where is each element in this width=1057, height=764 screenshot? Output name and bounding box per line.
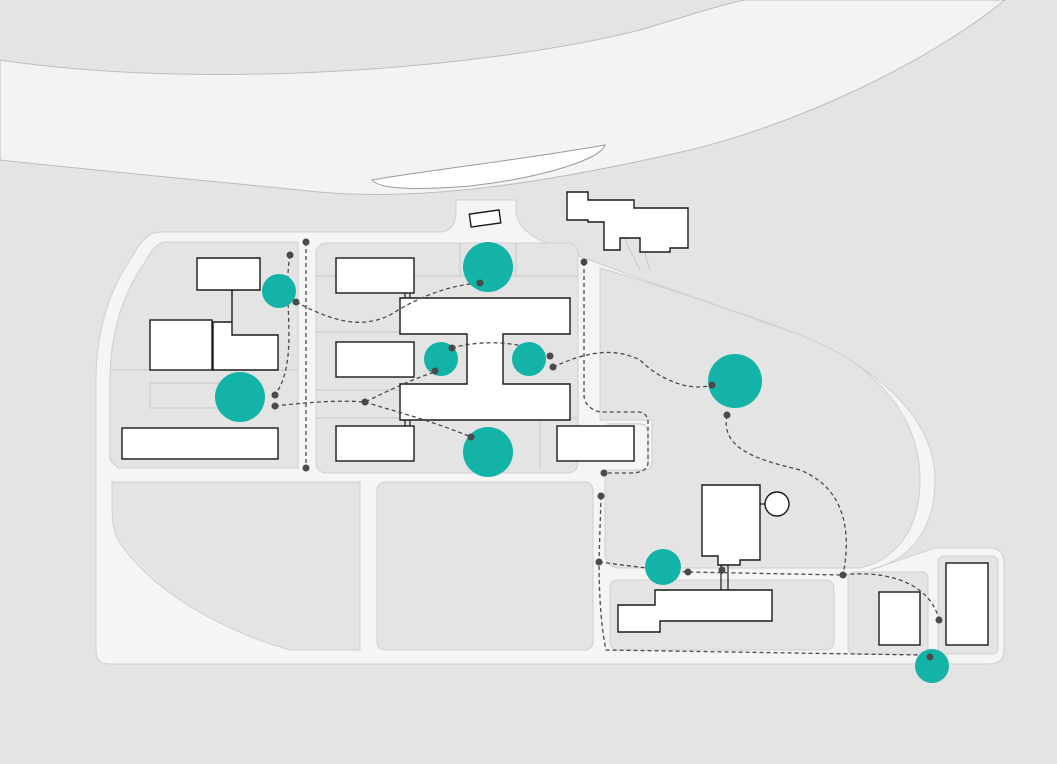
river [0, 0, 1006, 195]
route-node [476, 279, 484, 287]
route-east-a [552, 351, 713, 388]
hotspot-courtyard-west [424, 342, 458, 376]
route-node [292, 298, 300, 306]
route-node [935, 616, 943, 624]
route-node [467, 433, 475, 441]
route-centre-b [364, 401, 472, 438]
east-round-structure [764, 491, 790, 517]
south-east-small-building [878, 591, 921, 646]
route-node [448, 344, 456, 352]
route-node [361, 398, 369, 406]
hotspot-west-small [262, 274, 296, 308]
route-node [549, 363, 557, 371]
route-node [600, 469, 608, 477]
route-node [302, 238, 310, 246]
route-centre-a [451, 342, 551, 357]
route-east-b [583, 262, 649, 474]
route-node [684, 568, 692, 576]
west-annex-building [149, 319, 213, 371]
central-north-building [335, 257, 415, 294]
route-node [597, 492, 605, 500]
route-west-a [274, 254, 291, 396]
hotspot-far-south-east [915, 649, 949, 683]
route-node [271, 391, 279, 399]
route-east-c [725, 414, 847, 576]
route-node [926, 653, 934, 661]
hotspot-west-large [215, 372, 265, 422]
gatehouse-building [468, 209, 502, 228]
route-node [723, 411, 731, 419]
walking-routes [274, 242, 940, 656]
route-nw-loop [295, 282, 481, 323]
route-node [580, 258, 588, 266]
route-node [271, 402, 279, 410]
route-node [546, 352, 554, 360]
west-long-building [121, 427, 279, 460]
route-nodes [271, 238, 943, 661]
hotspot-courtyard-east [512, 342, 546, 376]
west-tower-building [196, 257, 279, 371]
north-east-building [566, 191, 689, 253]
central-south-building [335, 425, 415, 462]
route-node [286, 251, 294, 259]
hotspot-east-park [708, 354, 762, 408]
route-node [302, 464, 310, 472]
hotspot-north [463, 242, 513, 292]
route-node [839, 571, 847, 579]
south-east-long-building [617, 589, 773, 633]
route-node [431, 367, 439, 375]
river-sandbar [371, 144, 606, 189]
hotspot-south-east [645, 549, 681, 585]
east-tall-building [701, 484, 761, 566]
hotspot-south-central [463, 427, 513, 477]
far-east-building [945, 562, 989, 646]
central-mid-building [335, 341, 415, 378]
route-node [708, 381, 716, 389]
hotspots [215, 242, 949, 683]
route-west-c [274, 371, 436, 407]
buildings [121, 191, 989, 646]
route-node [718, 566, 726, 574]
central-south-east-building [556, 425, 635, 462]
route-node [595, 558, 603, 566]
main-h-building [399, 297, 571, 421]
